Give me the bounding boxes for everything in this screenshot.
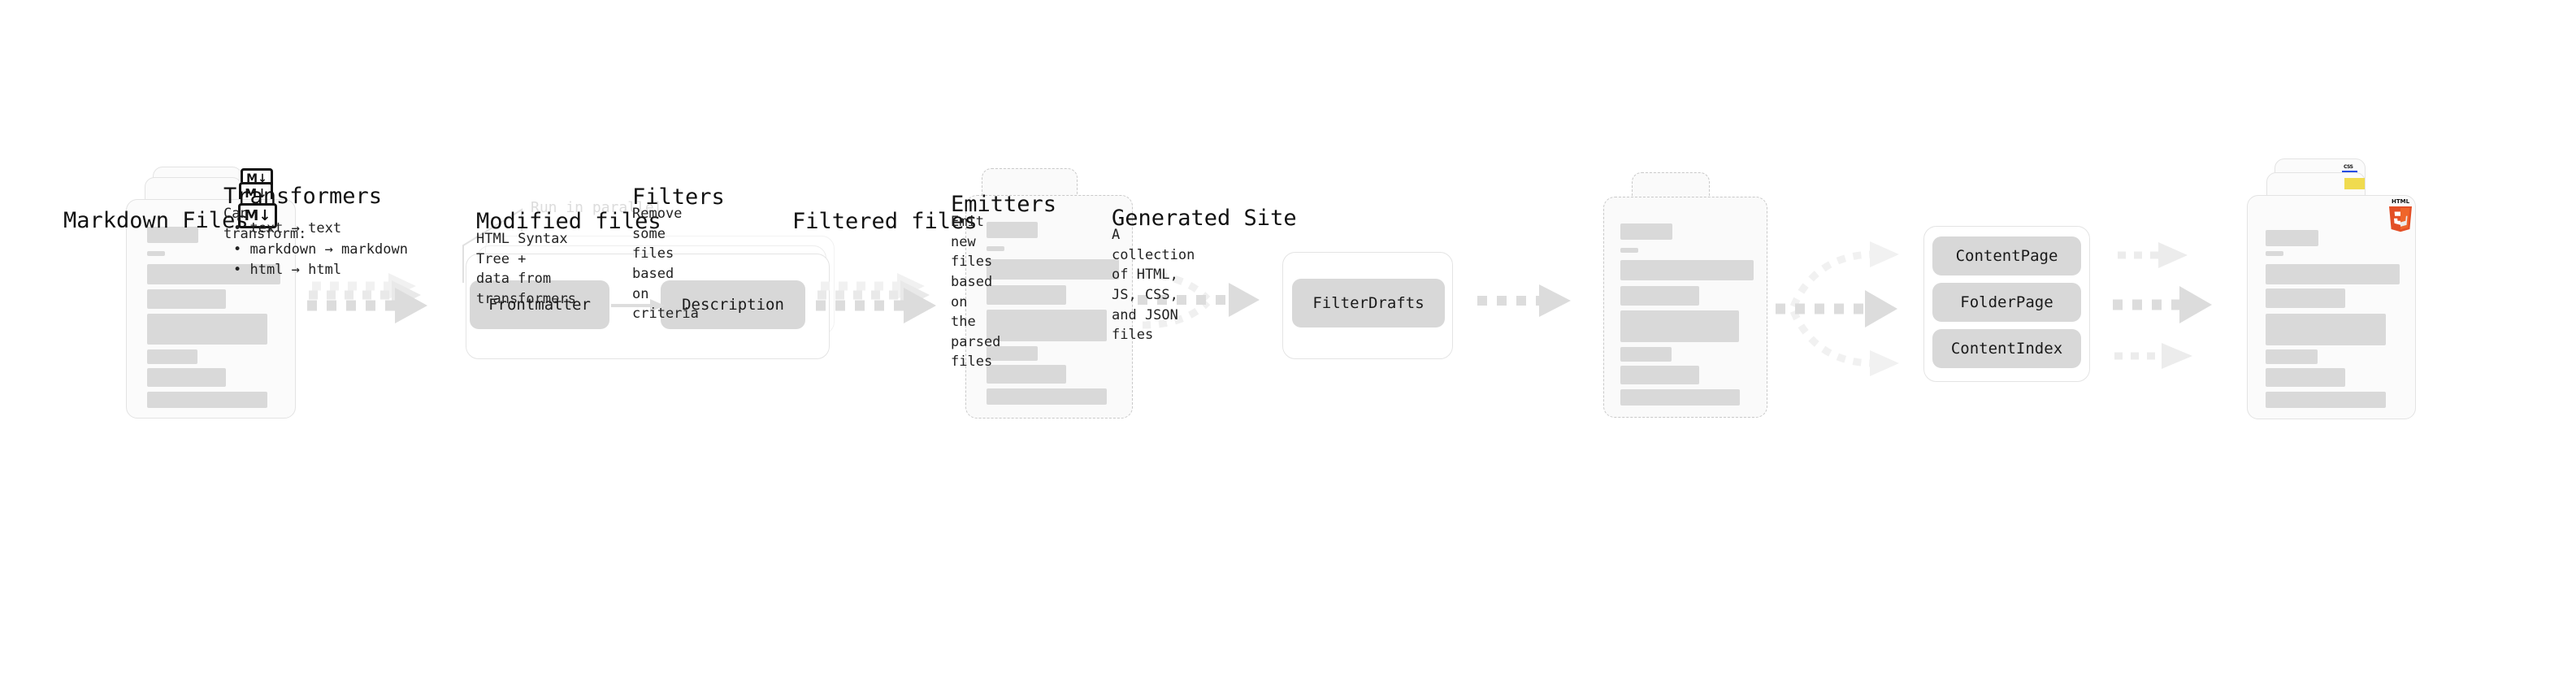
markdown-logo: M↓	[238, 203, 277, 228]
emitter-node-label: FolderPage	[1960, 293, 2053, 311]
stage-title-emitters: Emitters	[951, 192, 1057, 217]
stage-caption-filters: Remove some files based on criteria	[632, 206, 699, 323]
filter-node-label: FilterDrafts	[1312, 294, 1425, 312]
skeleton-bar	[1620, 366, 1699, 384]
site-file-card-html	[2247, 195, 2416, 419]
stage-title-filtered-files: Filtered files	[792, 209, 978, 234]
skeleton-bar	[987, 285, 1066, 305]
skeleton-bar	[1620, 223, 1672, 240]
emitter-node-label: ContentPage	[1955, 247, 2058, 265]
skeleton-bar	[1620, 248, 1638, 253]
skeleton-bar	[147, 349, 197, 364]
skeleton-bar	[1620, 310, 1739, 342]
arrow-markdown-to-transformers	[307, 273, 427, 323]
stage-title-filters: Filters	[632, 184, 725, 210]
skeleton-bar	[987, 246, 1004, 251]
arrow-emitters-to-site	[2113, 242, 2212, 369]
skeleton-bar	[987, 365, 1066, 384]
filter-node-filterdrafts[interactable]: FilterDrafts	[1292, 279, 1445, 327]
transformer-bullet-item: • html → html	[233, 262, 342, 278]
arrow-modified-to-filters	[1138, 271, 1260, 329]
emitter-node-label: ContentIndex	[1950, 340, 2063, 358]
markdown-file-card-front	[126, 199, 296, 419]
skeleton-bar	[2266, 251, 2283, 256]
arrow-transformers-to-modified	[816, 273, 936, 323]
skeleton-bar	[147, 368, 226, 387]
js-badge	[2344, 178, 2365, 189]
skeleton-bar	[2266, 392, 2386, 408]
skeleton-bar	[2266, 288, 2345, 308]
transformer-node-frontmatter[interactable]: Frontmatter	[470, 280, 609, 329]
stage-title-generated-site: Generated Site	[1112, 206, 1297, 231]
skeleton-bar	[987, 346, 1038, 361]
filtered-file-card-front	[1603, 197, 1767, 418]
stage-title-modified-files: Modified files	[476, 209, 661, 234]
skeleton-bar	[987, 259, 1119, 280]
skeleton-bar	[147, 227, 198, 243]
stage-caption-transformers: Can transform:	[223, 206, 307, 242]
transformer-node-description[interactable]: Description	[661, 280, 805, 329]
skeleton-bar	[2266, 314, 2386, 345]
skeleton-bar	[1620, 347, 1672, 362]
skeleton-bar	[2266, 349, 2318, 364]
skeleton-bar	[987, 222, 1038, 238]
transformer-node-label: Frontmatter	[488, 296, 591, 314]
stage-caption-modified-files: HTML Syntax Tree + data from transformer…	[476, 231, 576, 307]
emitter-node-contentpage[interactable]: ContentPage	[1932, 236, 2081, 275]
stage-title-transformers: Transformers	[223, 184, 383, 209]
skeleton-bar	[987, 310, 1107, 341]
svg-text:HTML: HTML	[2392, 198, 2410, 205]
skeleton-bar	[147, 289, 226, 309]
skeleton-bar	[147, 392, 267, 408]
transformer-node-label: Description	[682, 296, 784, 314]
stage-title-markdown-files: Markdown Files	[63, 208, 249, 233]
arrow-filtered-to-emitters	[1776, 241, 1899, 376]
skeleton-bar	[2266, 230, 2318, 246]
emitter-node-folderpage[interactable]: FolderPage	[1932, 283, 2081, 322]
arrow-filters-to-filtered	[1477, 284, 1571, 317]
transformer-main-arrow	[611, 299, 665, 312]
transformer-bullet-item: • markdown → markdown	[233, 241, 408, 258]
skeleton-bar	[147, 251, 165, 256]
html5-logo: HTML	[2389, 198, 2412, 232]
run-in-parallel-bracket	[462, 208, 523, 283]
skeleton-bar	[987, 388, 1107, 405]
skeleton-bar	[1620, 260, 1754, 280]
skeleton-bar	[2266, 264, 2400, 284]
emitter-node-contentindex[interactable]: ContentIndex	[1932, 329, 2081, 368]
css-badge-text: CSS	[2344, 164, 2353, 170]
stage-caption-generated-site: A collection of HTML, JS, CSS, and JSON …	[1112, 227, 1195, 344]
skeleton-bar	[1620, 286, 1699, 306]
transformer-bullet-list: • text → text • markdown → markdown • ht…	[233, 219, 408, 281]
modified-file-card-front	[965, 195, 1133, 419]
skeleton-bar	[2266, 368, 2345, 387]
skeleton-bar	[1620, 389, 1740, 406]
transformer-bullet-item: • text → text	[233, 220, 342, 236]
skeleton-bar	[147, 314, 267, 345]
stage-caption-emitters: Emit new files based on the parsed files	[951, 214, 1001, 371]
run-in-parallel-label: Run in parallel	[531, 199, 663, 216]
skeleton-bar	[147, 264, 280, 284]
